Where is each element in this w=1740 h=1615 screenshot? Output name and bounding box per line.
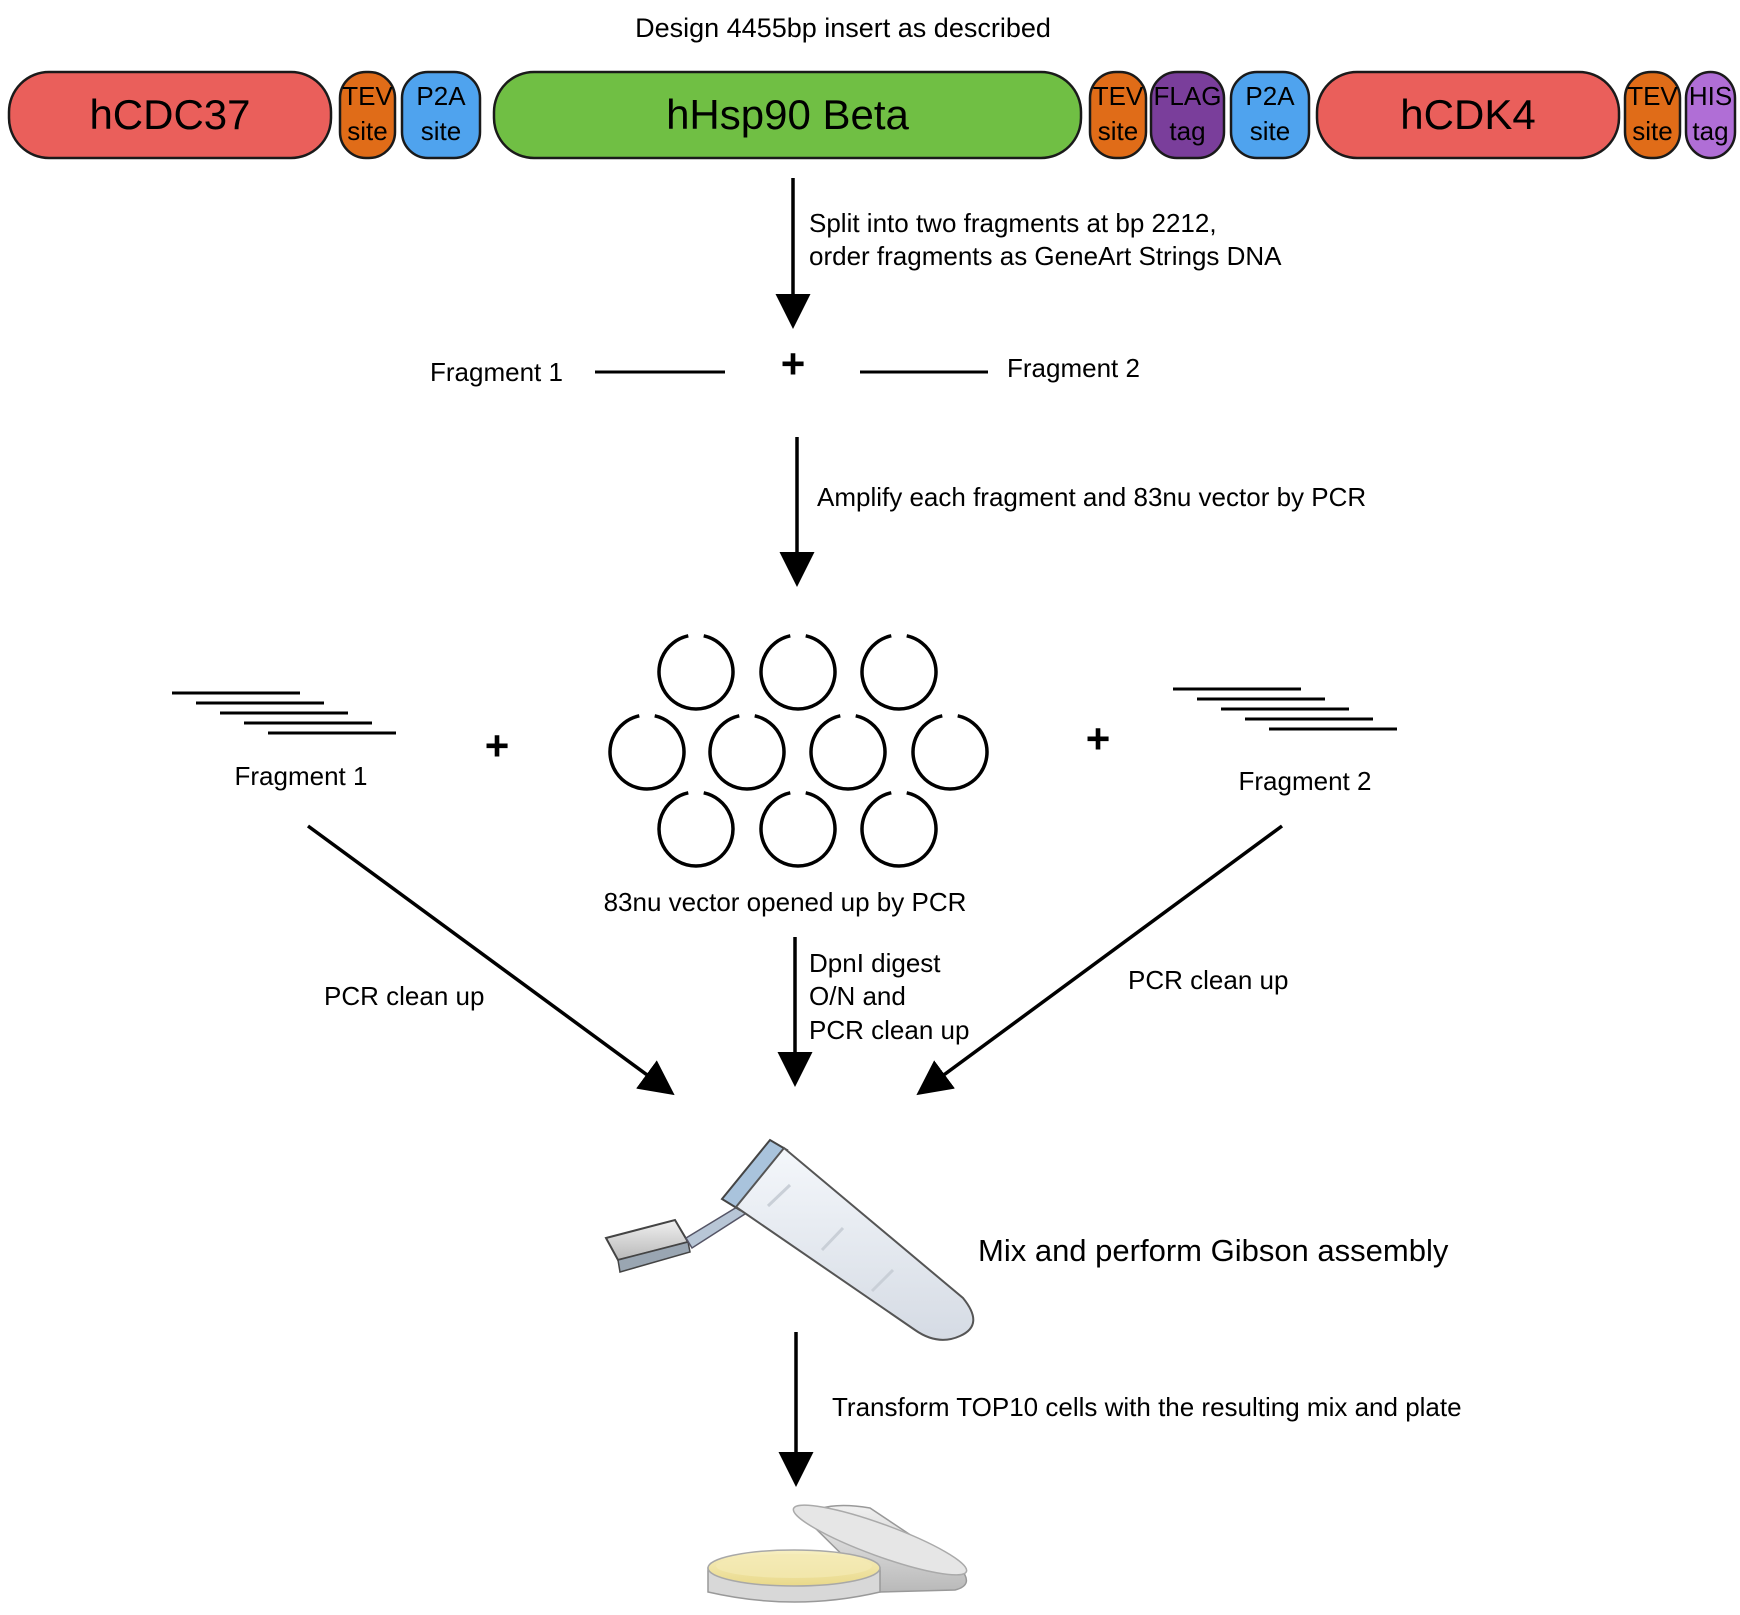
construct-tev-site-2: TEV site [1088, 70, 1148, 160]
open-plasmid-icon [657, 634, 735, 711]
microcentrifuge-tube-icon [604, 1138, 975, 1341]
vector-label: 83nu vector opened up by PCR [604, 887, 967, 917]
construct-tev-site-1: TEV site [338, 70, 397, 160]
fragment-2-label-2: Fragment 2 [1239, 766, 1372, 796]
open-plasmid-icon [759, 634, 837, 711]
fragment-1-label: Fragment 1 [430, 357, 563, 387]
construct-bar: hCDC37 TEV site P2A site hHsp90 Beta TEV site FL… [7, 70, 1737, 160]
construct-p2a-site-2: P2A site [1229, 70, 1311, 160]
construct-tev-site-2-label-2: site [1098, 116, 1138, 146]
construct-tev-site-3-label-2: site [1632, 116, 1672, 146]
fragment-2-amplicons [1173, 687, 1397, 731]
construct-p2a-site-2-label-1: P2A [1245, 81, 1295, 111]
construct-tev-site-3-label-1: TEV [1627, 81, 1678, 111]
construct-hcdc37: hCDC37 [7, 70, 333, 160]
amplify-label: Amplify each fragment and 83nu vector by… [817, 482, 1366, 512]
construct-tev-site-1-label-2: site [347, 116, 387, 146]
transform-label: Transform TOP10 cells with the resulting… [832, 1392, 1462, 1422]
fragment-1-amplicons [172, 691, 396, 735]
open-plasmid-icon [860, 634, 938, 711]
open-plasmid-icon [708, 714, 786, 791]
construct-hcdc37-label: hCDC37 [89, 91, 250, 138]
petri-dish-icon [707, 1504, 968, 1603]
construct-tev-site-1-label-1: TEV [342, 81, 393, 111]
construct-hhsp90-beta: hHsp90 Beta [492, 70, 1083, 160]
cleanup-right-label: PCR clean up [1128, 965, 1288, 995]
plus-sign-right: + [1086, 715, 1111, 762]
gibson-label: Mix and perform Gibson assembly [978, 1233, 1449, 1268]
construct-his-tag: HIS tag [1684, 70, 1737, 160]
construct-tev-site-3: TEV site [1623, 70, 1682, 160]
cleanup-right-arrow [916, 824, 1284, 1096]
split-label: Split into two fragments at bp 2212, ord… [809, 208, 1282, 271]
construct-flag-tag: FLAG tag [1149, 70, 1226, 160]
open-plasmid-icon [860, 791, 938, 868]
construct-p2a-site-1: P2A site [400, 70, 482, 160]
construct-hhsp90-beta-label: hHsp90 Beta [666, 91, 909, 138]
plus-sign: + [781, 340, 806, 387]
construct-hcdk4: hCDK4 [1315, 70, 1621, 160]
construct-flag-tag-label-2: tag [1169, 116, 1205, 146]
fragment-2-label: Fragment 2 [1007, 353, 1140, 383]
open-plasmid-icon [608, 714, 686, 791]
page-title: Design 4455bp insert as described [635, 13, 1051, 43]
construct-tev-site-2-label-1: TEV [1093, 81, 1144, 111]
construct-p2a-site-2-label-2: site [1250, 116, 1290, 146]
construct-p2a-site-1-label-2: site [421, 116, 461, 146]
construct-flag-tag-label-1: FLAG [1154, 81, 1222, 111]
dpni-label: DpnI digest O/N and PCR clean up [809, 948, 969, 1045]
open-plasmid-icon [657, 791, 735, 868]
construct-p2a-site-1-label-1: P2A [416, 81, 466, 111]
open-plasmid-icon [759, 791, 837, 868]
fragment-1-label-2: Fragment 1 [235, 761, 368, 791]
construct-his-tag-label-2: tag [1692, 116, 1728, 146]
cleanup-left-label: PCR clean up [324, 981, 484, 1011]
vector-plasmids [608, 634, 989, 868]
construct-hcdk4-label: hCDK4 [1400, 91, 1535, 138]
construct-his-tag-label-1: HIS [1689, 81, 1732, 111]
cleanup-left-arrow [306, 824, 675, 1096]
open-plasmid-icon [911, 714, 989, 791]
open-plasmid-icon [809, 714, 887, 791]
plus-sign-left: + [485, 722, 510, 769]
